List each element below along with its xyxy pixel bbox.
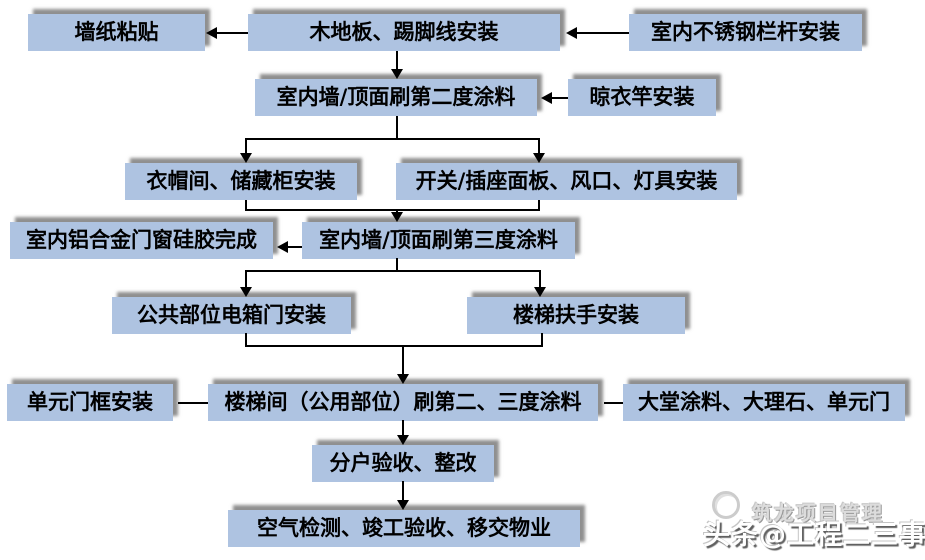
split-thirdcoat-stem-line xyxy=(396,258,398,272)
arrow-to-household-head-icon xyxy=(397,435,409,445)
watermark-text-bottom: 头条@工程二三事 xyxy=(703,520,925,551)
arrow-wood-to-secondcoat-head-icon xyxy=(391,69,403,79)
merge-from-electricbox-line xyxy=(245,333,247,347)
flow-box-wood-floor-skirting-install: 木地板、踢脚线安装 xyxy=(248,14,560,51)
arrow-pole-to-secondcoat-head-icon xyxy=(541,92,552,104)
arrow-to-cloakroom-head-icon xyxy=(240,153,252,163)
arrow-to-stairwell-line xyxy=(402,345,404,375)
flow-box-switch-socket-vent-lamp-install: 开关/插座面板、风口、灯具安装 xyxy=(396,163,737,200)
arrow-pole-to-secondcoat-line xyxy=(552,97,568,99)
watermark-logo-icon xyxy=(712,491,740,519)
arrow-railing-to-wood-line xyxy=(577,32,629,34)
merge-from-cloakroom-line xyxy=(245,200,247,211)
flow-box-household-acceptance-rectify: 分户验收、整改 xyxy=(312,445,494,482)
arrow-wood-to-wallpaper-head-icon xyxy=(206,27,217,39)
split-secondcoat-stem-line xyxy=(396,116,398,139)
flow-box-wall-ceiling-second-coat: 室内墙/顶面刷第二度涂料 xyxy=(255,79,537,116)
flow-box-stairwell-public-second-third-coat: 楼梯间（公用部位）刷第二、三度涂料 xyxy=(208,384,598,421)
flow-box-wall-ceiling-third-coat: 室内墙/顶面刷第三度涂料 xyxy=(302,222,575,259)
merge-from-switchpanel-line xyxy=(538,200,540,211)
flow-box-cloakroom-storage-cabinet-install: 衣帽间、储藏柜安装 xyxy=(125,163,357,200)
flow-box-unit-door-frame-install: 单元门框安装 xyxy=(7,384,173,421)
flow-box-lobby-paint-marble-unit-door: 大堂涂料、大理石、单元门 xyxy=(623,384,905,421)
split-secondcoat-cross-line xyxy=(245,138,540,140)
arrow-thirdcoat-to-silicone-head-icon xyxy=(277,241,288,253)
merge-thirdcoat-cross-line xyxy=(245,209,540,211)
arrow-to-thirdcoat-head-icon xyxy=(391,212,403,222)
arrow-to-electricbox-head-icon xyxy=(240,287,252,297)
flow-box-indoor-stainless-railing-install: 室内不锈钢栏杆安装 xyxy=(629,14,862,51)
arrow-to-cloakroom-line xyxy=(245,138,247,155)
arrow-thirdcoat-to-silicone-line xyxy=(288,246,302,248)
arrow-to-stairwell-head-icon xyxy=(397,374,409,384)
arrow-to-thirdcoat-line xyxy=(396,209,398,214)
arrow-to-electricbox-line xyxy=(245,270,247,288)
merge-stairwell-cross-line xyxy=(245,345,543,347)
watermark-text-top: 筑龙项目管理 xyxy=(752,501,884,525)
flow-box-wallpaper-paste: 墙纸粘贴 xyxy=(28,14,205,51)
arrow-to-final-head-icon xyxy=(397,500,409,510)
flow-box-clothes-pole-install: 晾衣竿安装 xyxy=(568,79,716,116)
merge-from-handrail-line xyxy=(541,333,543,347)
flow-box-aluminum-door-window-silicone-done: 室内铝合金门窗硅胶完成 xyxy=(10,222,273,259)
link-stairwell-lobby-line xyxy=(604,402,623,404)
arrow-to-handrail-line xyxy=(539,270,541,288)
flow-box-air-test-completion-acceptance-handover: 空气检测、竣工验收、移交物业 xyxy=(228,510,580,547)
arrow-to-switchpanel-head-icon xyxy=(533,153,545,163)
arrow-to-switchpanel-line xyxy=(538,138,540,155)
arrow-wood-to-secondcoat-line xyxy=(396,51,398,70)
arrow-to-handrail-head-icon xyxy=(534,287,546,297)
link-unitdoor-stairwell-line xyxy=(178,402,208,404)
split-thirdcoat-cross-line xyxy=(245,270,541,272)
arrow-railing-to-wood-head-icon xyxy=(566,27,577,39)
arrow-to-household-line xyxy=(402,420,404,436)
arrow-to-final-line xyxy=(402,481,404,501)
flow-box-public-area-electric-box-door-install: 公共部位电箱门安装 xyxy=(112,297,351,334)
arrow-wood-to-wallpaper-line xyxy=(217,32,248,34)
flow-box-stair-handrail-install: 楼梯扶手安装 xyxy=(467,297,685,334)
